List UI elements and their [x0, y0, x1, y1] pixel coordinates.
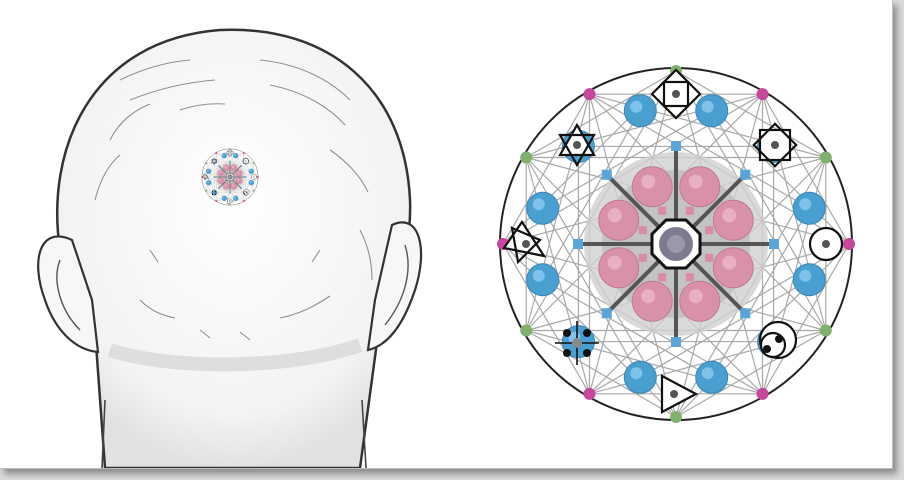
diagram-panel [484, 52, 868, 436]
head-sketch [0, 0, 460, 468]
head-outline [57, 30, 410, 468]
geometric-diagram [484, 52, 868, 436]
figure-card [0, 0, 893, 469]
head-illustration [0, 0, 460, 468]
